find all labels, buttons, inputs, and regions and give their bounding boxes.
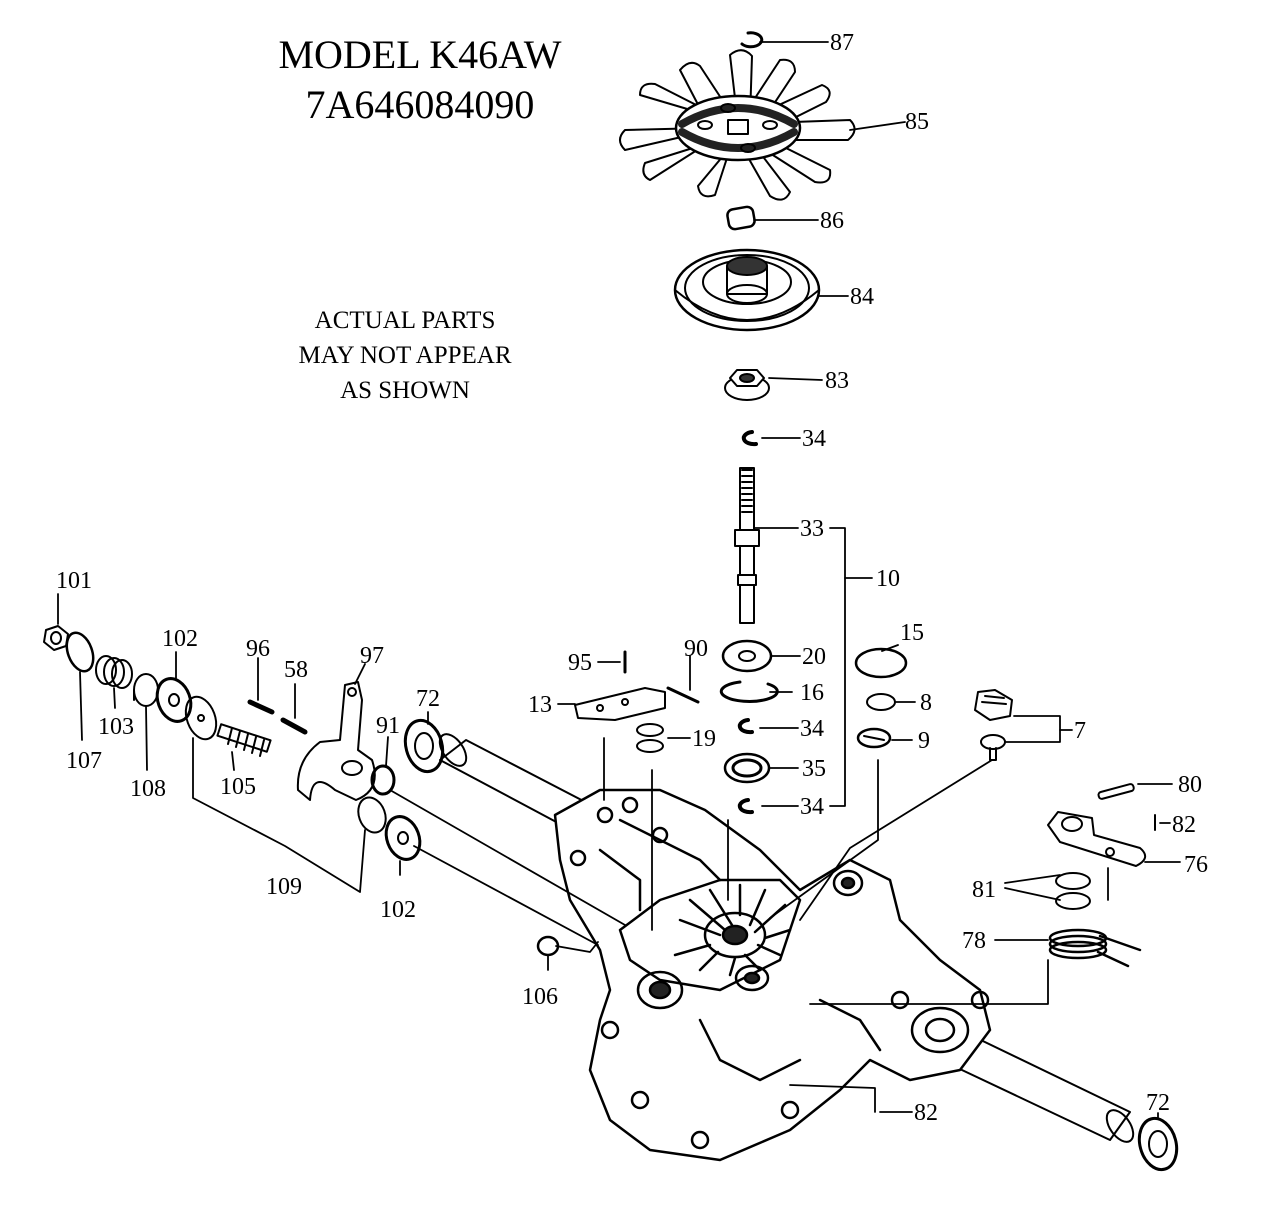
callout-34-middle: 34: [800, 716, 824, 742]
leader-lines: [57, 41, 1181, 1119]
pin-90: [666, 686, 700, 704]
flange-nut-83: [724, 369, 770, 401]
model-title: MODEL K46AW: [278, 32, 562, 77]
callout-34-top: 34: [802, 426, 826, 452]
callout-85: 85: [905, 109, 929, 135]
disclaimer-line-2: MAY NOT APPEAR: [298, 342, 512, 369]
friction-disc-102-right: [384, 815, 422, 861]
callout-19: 19: [692, 726, 716, 752]
spring-103: [95, 655, 133, 689]
callout-72-right: 72: [1146, 1090, 1170, 1116]
callout-33: 33: [800, 516, 824, 542]
callout-96: 96: [246, 636, 270, 662]
callout-35: 35: [802, 756, 826, 782]
callout-84: 84: [850, 284, 874, 310]
disclaimer-line-3: AS SHOWN: [340, 377, 470, 404]
valve-assembly-7: [974, 689, 1013, 761]
friction-disc-102-left: [155, 677, 193, 723]
e-clip-34-middle: [737, 718, 754, 735]
snap-ring-16: [719, 680, 779, 703]
seal-9: [856, 727, 892, 749]
callout-82-bottom: 82: [914, 1100, 938, 1126]
callout-108: 108: [130, 776, 166, 802]
callout-103: 103: [98, 714, 134, 740]
callout-9: 9: [918, 728, 930, 754]
callout-109: 109: [266, 874, 302, 900]
plug-106: [536, 935, 560, 957]
input-shaft-33: [734, 467, 760, 624]
thrust-washer-20: [721, 639, 773, 673]
callout-10: 10: [876, 566, 900, 592]
threaded-stud-105: [216, 723, 272, 757]
washer-81-upper: [1055, 872, 1091, 890]
callout-80: 80: [1178, 772, 1202, 798]
callout-86: 86: [820, 208, 844, 234]
callout-90: 90: [684, 636, 708, 662]
callout-105: 105: [220, 774, 256, 800]
callout-13: 13: [528, 692, 552, 718]
o-ring-8: [866, 693, 896, 711]
callout-8: 8: [920, 690, 932, 716]
callout-20: 20: [802, 644, 826, 670]
drive-bushing-86: [726, 205, 756, 231]
callout-34-bottom: 34: [800, 794, 824, 820]
callout-91: 91: [376, 713, 400, 739]
pin-80: [1097, 783, 1135, 800]
washer-107: [65, 631, 95, 673]
e-clip-34-top: [741, 430, 758, 447]
retaining-ring-87: [740, 31, 764, 49]
axle-seal-72-right: [1137, 1116, 1179, 1172]
callout-numbers: 87 85 86 84 83 34 33 10 20 15 16 8 34 9 …: [56, 30, 1208, 1126]
pin-58: [280, 717, 308, 735]
bypass-arm-97: [296, 681, 376, 801]
callout-102-top: 102: [162, 626, 198, 652]
spacer-108: [133, 673, 159, 707]
callout-83: 83: [825, 368, 849, 394]
disclaimer-note: ACTUAL PARTS MAY NOT APPEAR AS SHOWN: [265, 303, 545, 408]
bearing-35: [723, 752, 771, 784]
transaxle-housing: [553, 788, 992, 1162]
callout-82-top: 82: [1172, 812, 1196, 838]
axle-seal-72-left: [403, 718, 445, 774]
callout-87: 87: [830, 30, 854, 56]
e-clip-34-bottom: [737, 798, 754, 815]
callout-15: 15: [900, 620, 924, 646]
cap-plug-15: [854, 647, 908, 679]
control-arm-76: [1047, 811, 1147, 867]
washer-81-lower: [1055, 892, 1091, 910]
washer-109: [184, 695, 218, 741]
callout-101: 101: [56, 568, 92, 594]
callout-58: 58: [284, 657, 308, 683]
callout-81: 81: [972, 877, 996, 903]
pulley-84: [673, 248, 821, 332]
washer-19-lower: [636, 739, 664, 753]
callout-72-left: 72: [416, 686, 440, 712]
callout-78: 78: [962, 928, 986, 954]
cooling-fan-85: [619, 49, 856, 201]
plate-13: [574, 687, 666, 721]
callout-107: 107: [66, 748, 102, 774]
torsion-spring-78: [1048, 928, 1142, 968]
pin-96: [247, 699, 275, 715]
callout-95: 95: [568, 650, 592, 676]
callout-102-bottom: 102: [380, 897, 416, 923]
callout-16: 16: [800, 680, 824, 706]
washer-19-upper: [636, 723, 664, 737]
washer-109-lower: [357, 796, 387, 834]
seal-91: [370, 764, 396, 796]
disclaimer-line-1: ACTUAL PARTS: [314, 307, 496, 334]
model-part-number: 7A646084090: [305, 82, 535, 127]
callout-7: 7: [1074, 718, 1086, 744]
callout-106: 106: [522, 984, 558, 1010]
callout-76: 76: [1184, 852, 1208, 878]
nut-101: [43, 625, 69, 651]
callout-97: 97: [360, 643, 384, 669]
